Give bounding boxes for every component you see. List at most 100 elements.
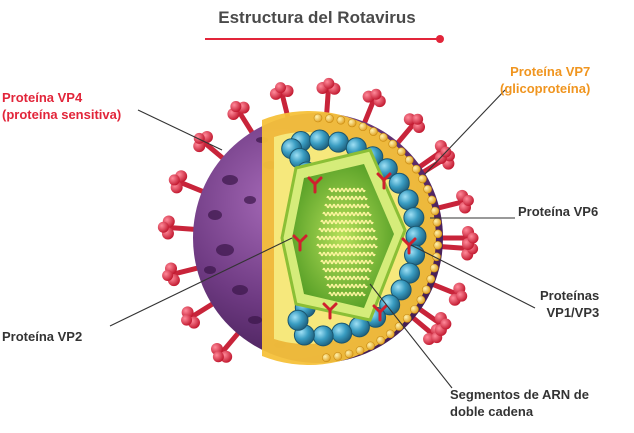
label-vp1vp3-line2: VP1/VP3 xyxy=(546,305,600,320)
vp7-bead xyxy=(410,305,419,314)
vp7-bead xyxy=(427,195,437,205)
vp6-capsomere xyxy=(327,131,349,153)
vp6-capsomere xyxy=(379,294,401,316)
vp1-vp3-enzyme xyxy=(322,302,338,320)
vp7-bead xyxy=(355,346,365,355)
label-vp2-line1: Proteína VP2 xyxy=(2,329,83,344)
vp7-bead xyxy=(397,147,406,156)
vp2-core xyxy=(292,164,394,308)
vp7-bead xyxy=(322,353,331,363)
vp7-bead xyxy=(376,336,385,345)
dsrna-segments xyxy=(316,187,378,297)
label-arn-line1: Segmentos de ARN de xyxy=(450,387,589,402)
leader-vp2 xyxy=(109,237,293,327)
dsrna-segment xyxy=(318,251,376,257)
vp7-bead xyxy=(333,352,343,361)
diagram-title: Estructura del Rotavirus xyxy=(218,8,416,27)
label-arn: Segmentos de ARN de doble cadena xyxy=(450,386,589,420)
vp1-vp3-enzyme xyxy=(307,176,323,194)
vp7-bead xyxy=(429,263,439,273)
vp7-bead xyxy=(426,274,436,284)
vp4-spike-head xyxy=(181,314,193,326)
vp4-spike-head xyxy=(456,290,468,302)
label-vp1vp3: Proteínas VP1/VP3 xyxy=(540,287,599,321)
vp4-spike-head xyxy=(193,132,205,144)
dsrna-segment xyxy=(328,187,366,193)
dsrna-segment xyxy=(316,235,378,241)
vp7-bead xyxy=(347,118,357,128)
cutaway-section xyxy=(262,111,443,365)
title-underline-dot xyxy=(436,35,444,43)
dsrna-segment xyxy=(320,219,374,225)
vp6-capsomere xyxy=(331,322,353,344)
label-vp6-line1: Proteína VP6 xyxy=(518,204,599,219)
envelope-pit xyxy=(204,266,216,274)
vp4-spike-head xyxy=(212,351,224,363)
vp4-spike-head xyxy=(370,88,382,100)
dsrna-segment xyxy=(318,227,376,233)
dsrna-segment xyxy=(322,267,372,273)
label-vp4-line2: (proteína sensitiva) xyxy=(2,107,122,122)
vp7-bead xyxy=(313,113,323,123)
vp6-capsomere xyxy=(309,129,331,151)
dsrna-segment xyxy=(324,203,370,209)
label-vp7-line2: (glicoproteína) xyxy=(500,81,591,96)
envelope-pit xyxy=(216,244,234,256)
vp7-bead xyxy=(416,295,426,305)
vp7-bead xyxy=(432,218,442,227)
dsrna-segment xyxy=(328,291,366,297)
vp7-bead xyxy=(411,164,421,174)
vp7-bead xyxy=(325,114,334,123)
vp1-vp3-enzyme xyxy=(372,304,388,322)
vp4-spike-head xyxy=(403,113,416,126)
vp1-vp3-enzyme xyxy=(376,172,392,190)
vp1-vp3-enzyme xyxy=(401,237,417,255)
leader-vp1vp3 xyxy=(410,244,536,309)
vp7-bead xyxy=(336,115,346,125)
envelope-pit xyxy=(244,196,256,204)
label-vp1vp3-line1: Proteínas xyxy=(540,288,600,303)
vp7-bead xyxy=(344,349,354,359)
vp4-spike-head xyxy=(462,195,474,207)
dsrna-segment xyxy=(316,243,378,249)
vp4-spike-head xyxy=(412,113,424,125)
vp4-spike-head xyxy=(168,174,180,186)
vp7-bead xyxy=(358,122,368,132)
dsrna-segment xyxy=(326,195,368,201)
vp7-bead xyxy=(366,341,375,351)
vp6-capsomere xyxy=(388,172,410,194)
dsrna-segment xyxy=(324,275,370,281)
vp7-bead xyxy=(433,229,443,239)
leader-vp4 xyxy=(137,109,223,151)
vp6-capsomere xyxy=(397,189,419,211)
label-vp2: Proteína VP2 xyxy=(2,328,82,345)
vp7-bead xyxy=(385,329,395,339)
vp7-bead xyxy=(433,241,443,250)
label-arn-line2: doble cadena xyxy=(450,404,534,419)
vp4-spike-head xyxy=(230,101,242,113)
dsrna-segment xyxy=(320,259,374,265)
vp4-spike-head xyxy=(162,269,174,281)
envelope-pit xyxy=(222,175,238,185)
vp7-bead xyxy=(418,174,427,184)
envelope-pit xyxy=(232,285,248,295)
vp7-bead xyxy=(423,184,432,194)
vp4-spike-head xyxy=(220,350,233,363)
leader-arn xyxy=(369,283,453,389)
vp7-bead xyxy=(369,127,378,136)
vp7-bead xyxy=(402,313,412,323)
vp1-vp3-enzyme xyxy=(292,234,308,252)
vp7-bead xyxy=(404,155,414,165)
envelope-pit xyxy=(248,316,262,324)
leader-vp7 xyxy=(424,89,506,175)
title-underline xyxy=(205,38,437,40)
label-vp7: Proteína VP7 (glicoproteína) xyxy=(500,63,590,97)
vp4-spike-head xyxy=(193,140,206,153)
vp6-capsomere xyxy=(287,309,309,331)
leader-lines xyxy=(109,89,536,389)
vp6-capsomere xyxy=(398,262,420,284)
vp7-bead xyxy=(379,133,388,142)
vp1-vp3-enzymes xyxy=(292,172,417,322)
dsrna-segment xyxy=(326,283,368,289)
